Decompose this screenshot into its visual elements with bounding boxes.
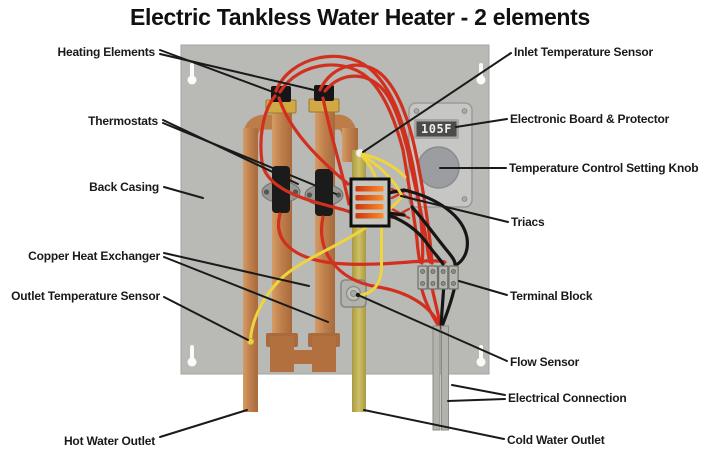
leader-heating-elements-1 (159, 49, 274, 93)
leader-triacs (400, 195, 509, 223)
flow-sensor (340, 279, 367, 308)
label-flow-sensor: Flow Sensor (510, 355, 580, 369)
leader-cold-water-outlet (363, 409, 505, 440)
temperature-display (416, 121, 457, 137)
electronic-board (408, 102, 473, 208)
leader-hot-water-outlet (159, 409, 248, 438)
leader-heating-elements-2 (159, 53, 315, 91)
leader-inlet-temperature-sensor (362, 52, 512, 153)
screw-icon (461, 108, 468, 114)
hot-water-outlet-pipe (243, 128, 258, 412)
screw-icon (461, 196, 468, 202)
leader-copper-heat-exchanger-2 (163, 256, 329, 323)
label-electrical-connection: Electrical Connection (508, 391, 627, 405)
label-electronic-board-protector: Electronic Board & Protector (510, 112, 670, 126)
diagram-title: Electric Tankless Water Heater - 2 eleme… (129, 4, 591, 30)
leader-thermostats-1 (162, 119, 299, 185)
leader-electrical-connection-1 (451, 384, 506, 396)
leader-copper-heat-exchanger-1 (163, 252, 310, 287)
label-inlet-temperature-sensor: Inlet Temperature Sensor (514, 45, 654, 59)
leader-electronic-board (455, 118, 508, 128)
screw-icon (413, 108, 420, 114)
electrical-connection-cables (432, 325, 449, 431)
leader-flow-sensor (357, 294, 508, 362)
bottom-return-fitting (266, 333, 340, 372)
label-heating-elements: Heating Elements (57, 45, 156, 59)
leader-lines (159, 49, 512, 440)
temperature-display-value: 105F (421, 122, 452, 136)
red-wires (259, 54, 447, 330)
leader-back-casing (163, 186, 204, 199)
leader-terminal-block (458, 280, 508, 296)
triacs-box (349, 177, 391, 228)
label-outlet-temperature-sensor: Outlet Temperature Sensor (11, 289, 160, 303)
mounting-keyhole (187, 63, 486, 367)
label-terminal-block: Terminal Block (510, 289, 593, 303)
leader-outlet-temperature-sensor (163, 296, 249, 341)
leader-thermostats-2 (162, 122, 337, 195)
label-triacs: Triacs (511, 215, 545, 229)
label-thermostats: Thermostats (88, 114, 158, 128)
label-hot-water-outlet: Hot Water Outlet (63, 434, 155, 448)
leader-electrical-connection-2 (447, 398, 506, 402)
label-cold-water-outlet: Cold Water Outlet (507, 433, 605, 447)
terminal-block (417, 265, 459, 290)
label-copper-heat-exchanger: Copper Heat Exchanger (28, 249, 160, 263)
label-temperature-control-setting-knob: Temperature Control Setting Knob (509, 161, 699, 175)
label-back-casing: Back Casing (89, 180, 159, 194)
